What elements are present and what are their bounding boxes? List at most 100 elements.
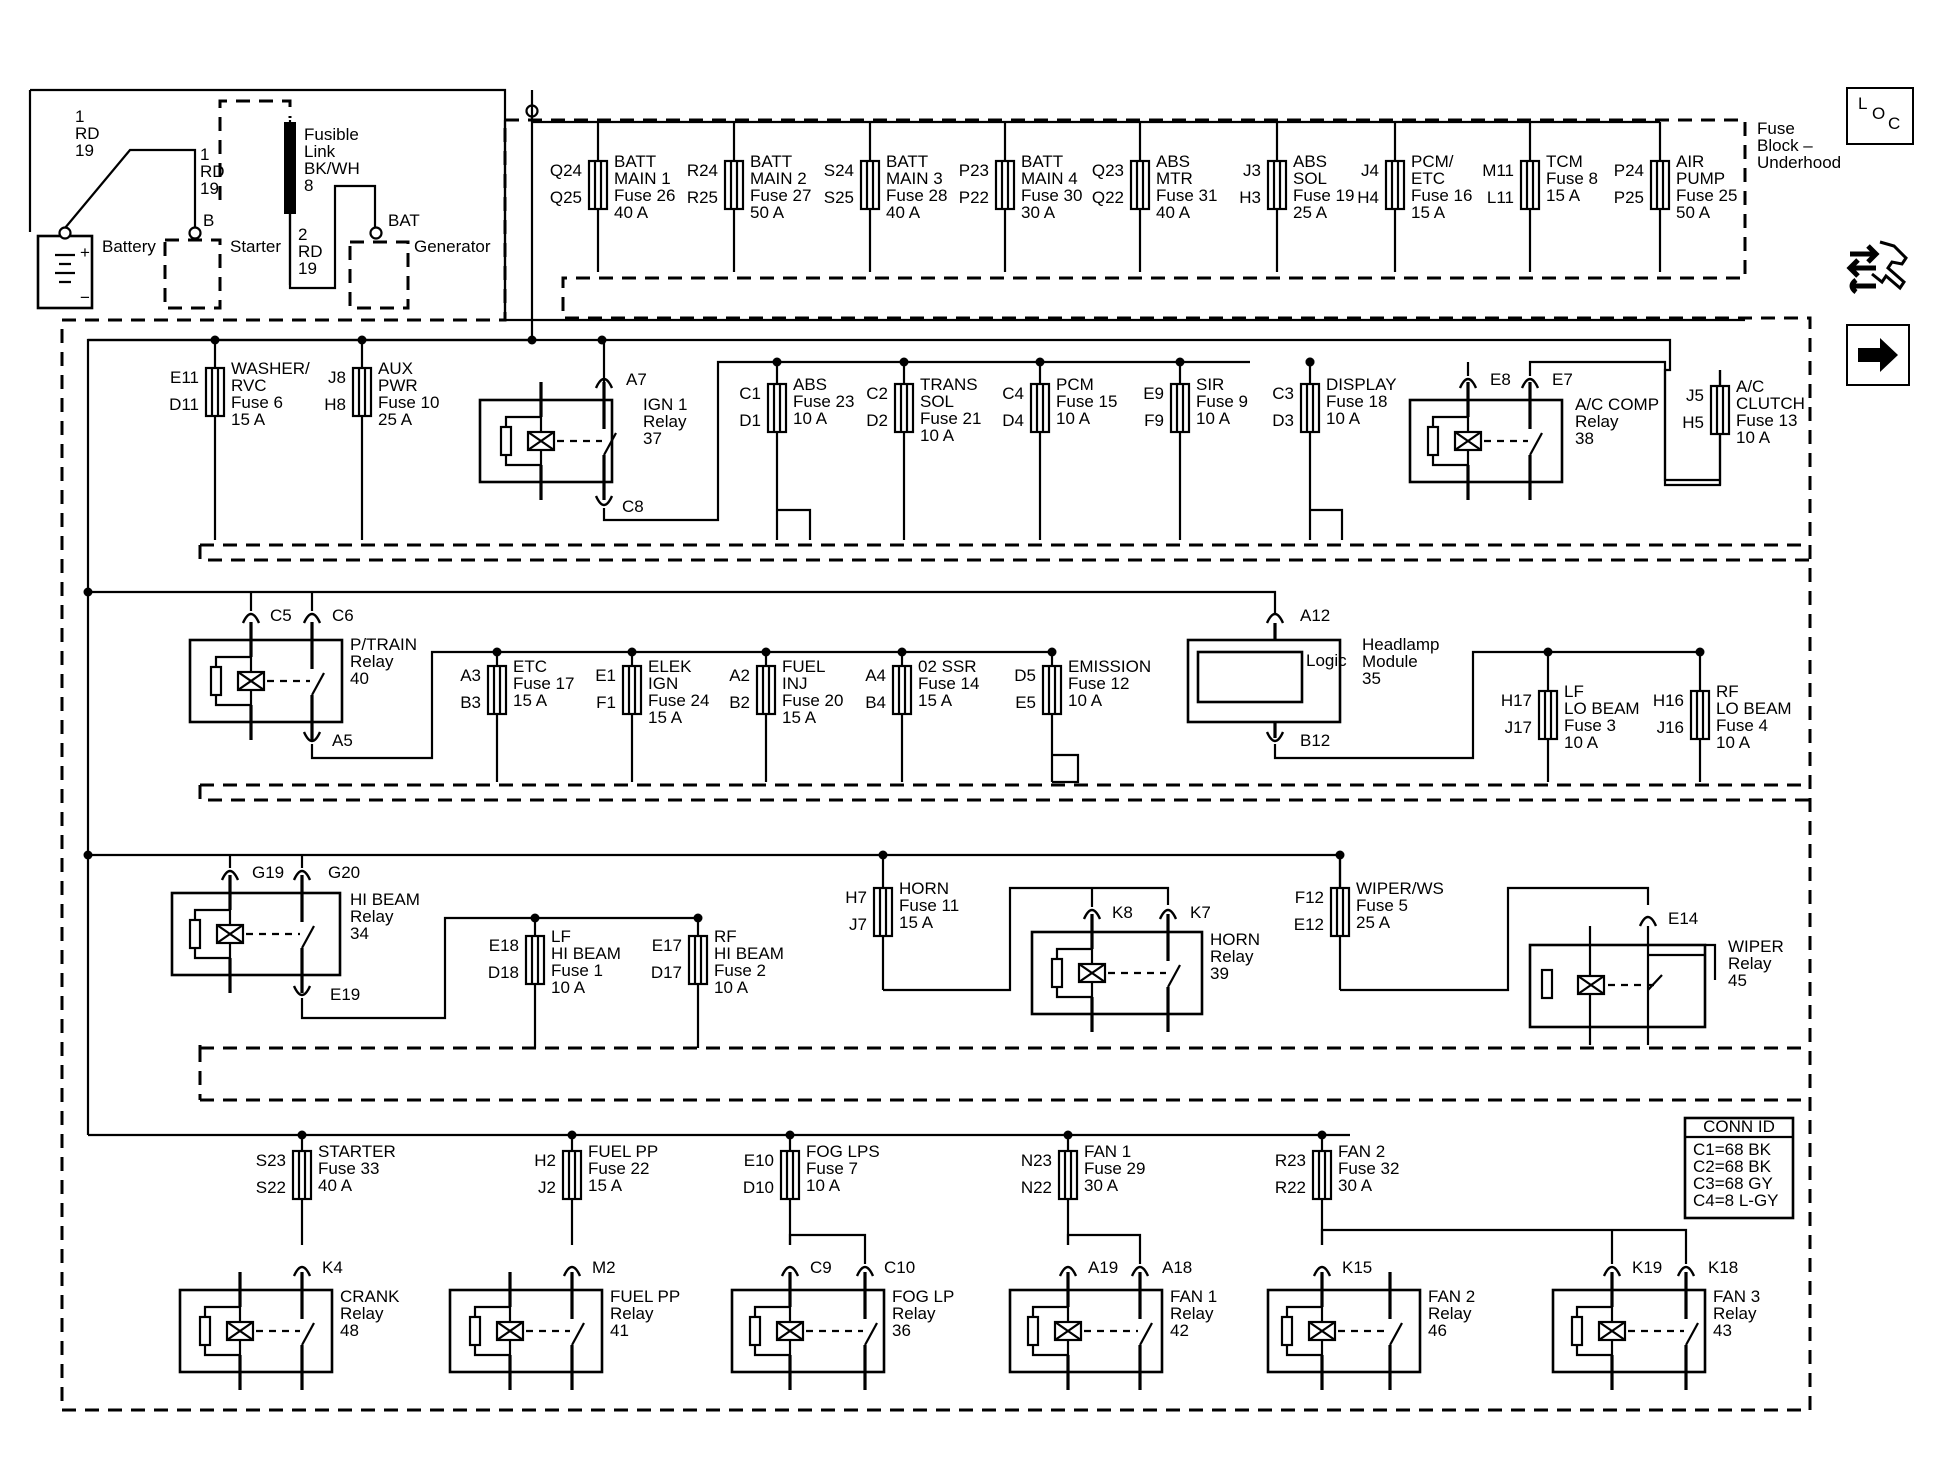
fuse-label: 25 A bbox=[378, 410, 413, 429]
fuse-label: AUX bbox=[378, 359, 413, 378]
fuse-label: Fuse 5 bbox=[1356, 896, 1408, 915]
fuse-terminal-in: S24 bbox=[824, 161, 854, 180]
fog-link bbox=[788, 1233, 867, 1264]
fuse-terminal-out: D17 bbox=[651, 963, 682, 982]
fuse-label: SOL bbox=[920, 392, 954, 411]
fuse-label: Fuse 22 bbox=[588, 1159, 649, 1178]
connector-troubleshoot-button[interactable] bbox=[1846, 238, 1910, 298]
fuse-label: 15 A bbox=[899, 913, 934, 932]
fuse-label: Fuse 3 bbox=[1564, 716, 1616, 735]
fuse-terminal-out: D10 bbox=[743, 1178, 774, 1197]
relay-resistor bbox=[1026, 1315, 1040, 1347]
battery-cells bbox=[55, 253, 75, 284]
relay-2 bbox=[188, 622, 344, 740]
fuse-label: Fuse 24 bbox=[648, 691, 709, 710]
relay-label: FAN 1 bbox=[1170, 1287, 1217, 1306]
loc-button[interactable]: L O C bbox=[1846, 87, 1914, 145]
relay-resistor bbox=[468, 1315, 482, 1347]
wiper-coil-winding bbox=[1577, 975, 1605, 995]
relay-label: FAN 2 bbox=[1428, 1287, 1475, 1306]
fuse-terminal-in: H2 bbox=[534, 1151, 556, 1170]
fuse-terminal-out: N22 bbox=[1021, 1178, 1052, 1197]
fuse-body bbox=[1537, 689, 1559, 741]
splice-dot bbox=[772, 357, 782, 367]
fuse-label: 10 A bbox=[1068, 691, 1103, 710]
generator-wire bbox=[288, 184, 377, 290]
fuse-body bbox=[1329, 886, 1351, 938]
connector-cavity bbox=[1265, 731, 1285, 743]
headlamp-module-label: Module bbox=[1362, 652, 1418, 671]
fuse-body bbox=[766, 382, 788, 434]
pin-label: A18 bbox=[1162, 1258, 1192, 1277]
fuse-terminal-in: E10 bbox=[744, 1151, 774, 1170]
relay-label: A/C COMP bbox=[1575, 395, 1659, 414]
fusible-link-label: 8 bbox=[304, 176, 313, 195]
fuse-terminal-in: C1 bbox=[739, 384, 761, 403]
fuse-body bbox=[1029, 382, 1051, 434]
fuse-label: FOG LPS bbox=[806, 1142, 880, 1161]
splice-dot bbox=[1305, 357, 1315, 367]
fuse-label: HI BEAM bbox=[551, 944, 621, 963]
fuse-label: IGN bbox=[648, 674, 678, 693]
relay-0 bbox=[478, 382, 617, 500]
fuse-body bbox=[723, 159, 745, 211]
fuse-label: FAN 1 bbox=[1084, 1142, 1131, 1161]
splice-dot bbox=[899, 357, 909, 367]
next-page-button[interactable] bbox=[1846, 324, 1910, 386]
relay-label: Relay bbox=[340, 1304, 384, 1323]
fuse-body bbox=[687, 934, 709, 986]
fan1-link bbox=[1066, 1233, 1142, 1264]
fuse-terminal-out: H5 bbox=[1682, 413, 1704, 432]
relay-wire bbox=[1575, 1305, 1614, 1322]
relay-switch-arm bbox=[311, 672, 325, 696]
headlamp-logic-label: Logic bbox=[1306, 651, 1347, 670]
relay-coil-winding bbox=[226, 1321, 254, 1341]
fuse-label: 40 A bbox=[1156, 203, 1191, 222]
fusible-link-label: Link bbox=[304, 142, 336, 161]
wire bbox=[1310, 508, 1344, 540]
starter-body bbox=[163, 238, 222, 310]
relay-wire bbox=[1031, 1340, 1070, 1357]
fuse-label: Fuse 29 bbox=[1084, 1159, 1145, 1178]
generator-label: Generator bbox=[414, 237, 491, 256]
relay-wire bbox=[1575, 1340, 1614, 1357]
relay-switch-arm bbox=[301, 1322, 315, 1346]
relay-resistor bbox=[1570, 1315, 1584, 1347]
relay-coil-winding bbox=[1598, 1321, 1626, 1341]
relay-label: 45 bbox=[1728, 971, 1747, 990]
battery-plus: + bbox=[80, 243, 90, 262]
fuse-block-outline bbox=[60, 118, 1812, 1412]
splice-dot bbox=[693, 913, 703, 923]
fuse-body bbox=[859, 159, 881, 211]
loc-letter: C bbox=[1888, 114, 1901, 133]
fuse-block-label: Underhood bbox=[1757, 153, 1841, 172]
connector-cavity bbox=[1520, 377, 1540, 389]
fuse-label: 30 A bbox=[1338, 1176, 1373, 1195]
fuse-label: WASHER/ bbox=[231, 359, 310, 378]
fuse-label: 10 A bbox=[551, 978, 586, 997]
wire bbox=[777, 508, 812, 540]
fuse-body bbox=[1266, 159, 1288, 211]
fuse-terminal-in: E9 bbox=[1143, 384, 1164, 403]
relay-label: Relay bbox=[610, 1304, 654, 1323]
starter-dash bbox=[218, 99, 292, 200]
fuse-terminal-out: J7 bbox=[849, 915, 867, 934]
fusible-link-label: BK/WH bbox=[304, 159, 360, 178]
fuse-label: Fuse 15 bbox=[1056, 392, 1117, 411]
splice-dot bbox=[530, 913, 540, 923]
next-arrow-icon bbox=[1858, 338, 1898, 372]
fuse-label: PCM bbox=[1056, 375, 1094, 394]
fuse-terminal-in: J5 bbox=[1686, 386, 1704, 405]
fuse-terminal-out: E12 bbox=[1294, 915, 1324, 934]
relay-6 bbox=[178, 1272, 334, 1390]
fuse-terminal-out: J2 bbox=[538, 1178, 556, 1197]
relay-resistor bbox=[198, 1315, 212, 1347]
fuse-terminal-in: R23 bbox=[1275, 1151, 1306, 1170]
relay-label: P/TRAIN bbox=[350, 635, 417, 654]
